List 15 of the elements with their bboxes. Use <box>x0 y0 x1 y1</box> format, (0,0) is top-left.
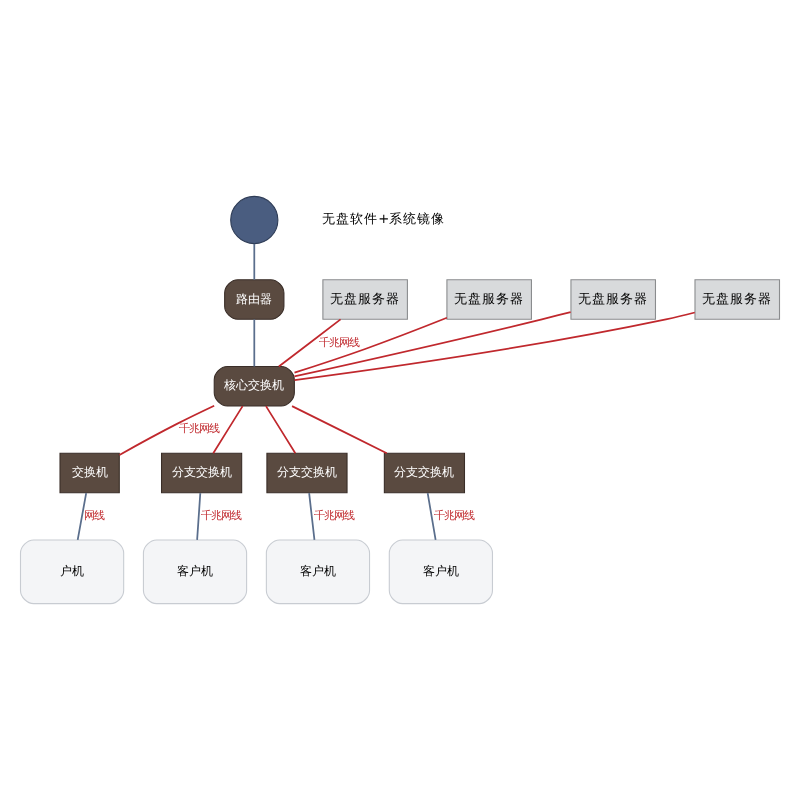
connector <box>293 316 448 374</box>
connector <box>426 492 437 541</box>
connector <box>212 405 244 455</box>
connector <box>196 492 202 541</box>
connector <box>118 404 216 456</box>
connector <box>293 311 696 381</box>
connector <box>277 318 342 368</box>
connector <box>291 405 388 455</box>
connector <box>76 492 88 541</box>
connector <box>265 405 297 455</box>
node-circle <box>230 195 279 245</box>
connector <box>308 492 316 541</box>
connector <box>253 318 256 368</box>
connector <box>293 311 572 378</box>
connector <box>253 243 256 281</box>
